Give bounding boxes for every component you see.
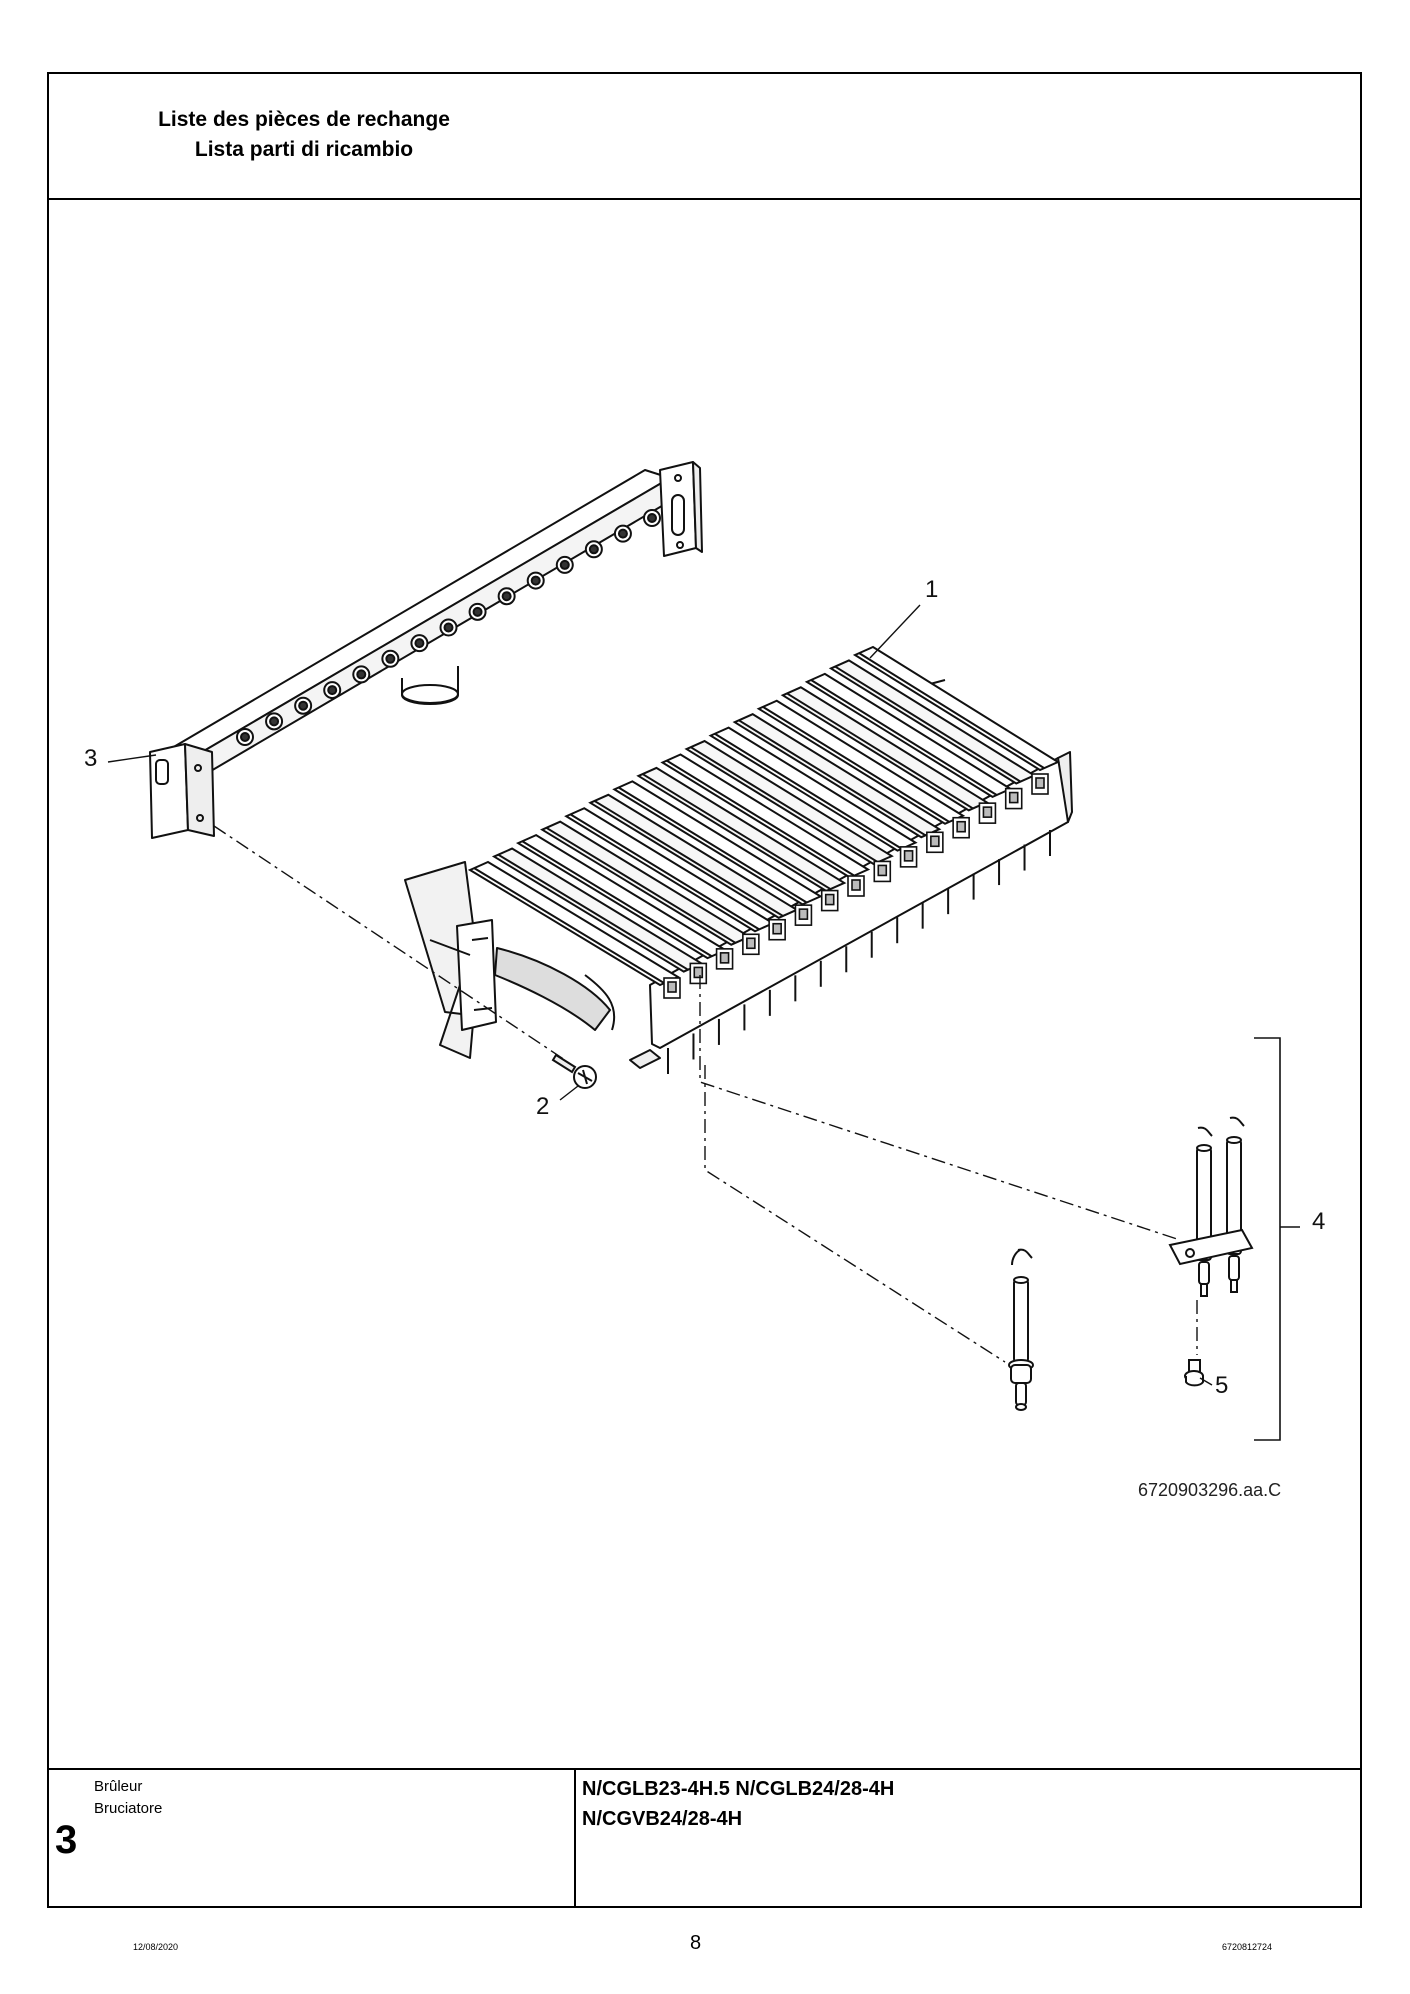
burner-blade [660,753,871,879]
blade-edge [690,746,879,863]
blade-edge [786,692,974,810]
section-name-french: Brûleur [94,1778,143,1795]
section-name-italian: Bruciatore [94,1800,163,1817]
port-opening [956,820,966,833]
drawing-reference: 6720903296.aa.C [1138,1480,1281,1500]
port-opening [930,835,940,848]
port-opening [667,981,677,993]
assembly-lines [213,825,1198,1363]
nozzle-orifice [414,638,425,649]
footer-date: 12/08/2020 [133,1942,179,1952]
blade-edge [545,826,736,944]
port-opening [693,966,704,979]
blade-edge [593,799,784,917]
callout-4: 4 [1312,1208,1325,1235]
nozzle-orifice [356,669,367,680]
nozzle-orifice [472,606,483,617]
burner-blade [852,645,1061,772]
port-opening [982,806,993,818]
model-line-2: N/CGVB24/28-4H [582,1808,743,1830]
nozzle-orifice [298,700,309,711]
burner-blade [708,726,918,852]
nozzle-orifice [588,544,599,555]
nozzle-orifice [530,575,541,586]
blade-edge [521,840,713,957]
footer-divider [49,1768,1360,1770]
electrode-single [1008,1248,1034,1411]
gas-manifold [149,461,703,839]
burner-blade [780,686,989,812]
port-opening [746,937,756,950]
burner-blade [732,713,942,839]
blade-edge [762,705,950,823]
page-frame: Liste des pièces de rechange Lista parti… [47,72,1362,1908]
port-opening [1035,777,1045,789]
port-opening [877,864,888,877]
nozzle-orifice [647,513,657,523]
header-divider [49,198,1360,200]
callout-2: 2 [536,1093,549,1120]
nozzle-orifice [269,716,280,727]
blade-edge [834,665,1021,783]
nozzle-orifice [327,685,338,696]
blade-edge [738,719,926,837]
port-opening [719,952,730,964]
blade-edge [473,867,665,984]
model-line-1: N/CGLB23-4H.5 N/CGLB24/28-4H [582,1778,895,1800]
burner-blade [756,699,966,825]
port-opening [772,922,782,935]
nozzle-orifice [559,559,570,570]
blade-edge [665,759,855,877]
callout-3: 3 [84,745,97,772]
burner-blade [636,766,847,893]
port-opening [798,908,809,920]
blade-edge [714,732,903,850]
electrode-screw [1184,1359,1204,1387]
nozzle-orifice [240,732,250,742]
blade-edge [569,813,760,931]
blade-edge [497,853,689,971]
nozzle-orifice [443,622,454,633]
blade-edge [810,679,998,796]
page-number: 8 [690,1932,702,1954]
gas-nozzles [236,509,661,746]
group-bracket [1254,1037,1300,1441]
blade-edge [617,786,808,904]
blade-edge [858,652,1045,769]
screw [551,1053,597,1089]
section-number: 3 [55,1818,78,1862]
burner-blades [467,645,1061,987]
blade-edge [641,773,831,890]
burner-blade [684,739,894,866]
nozzle-orifice [617,528,628,539]
document-code: 6720812724 [1222,1942,1273,1952]
port-opening [903,850,914,862]
burner-teeth [667,830,1051,1074]
electrode-pair [1168,1116,1254,1297]
port-opening [1008,791,1019,804]
callout-1: 1 [925,576,938,603]
callout-5: 5 [1215,1372,1228,1399]
nozzle-orifice [501,591,512,602]
footer-column-divider [574,1768,576,1906]
title-french: Liste des pièces de rechange [158,108,450,131]
burner-blade [467,860,681,987]
title-italian: Lista parti di ricambio [194,138,414,161]
burner-front-ports [663,773,1049,999]
leader-lines [107,604,1213,1386]
nozzle-orifice [385,653,396,664]
burner-blade [612,780,823,906]
port-opening [824,893,835,906]
port-opening [851,879,861,891]
